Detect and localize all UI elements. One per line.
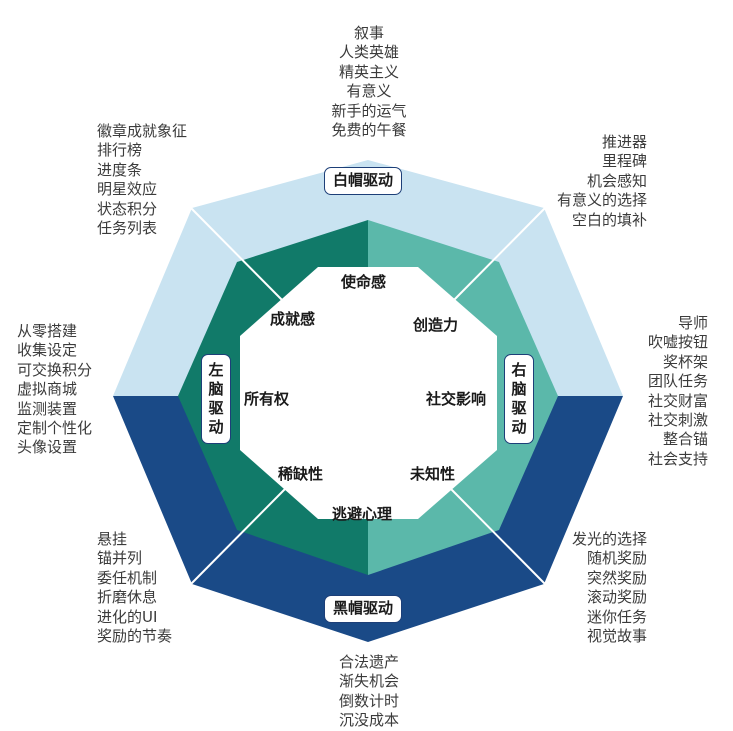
technique-item: 排行榜: [97, 141, 143, 160]
left-brain-char: 脑: [208, 380, 224, 398]
technique-item: 社交刺激: [647, 411, 708, 430]
core-drive-ownership: 所有权: [244, 390, 290, 408]
technique-item: 收集设定: [17, 341, 78, 360]
technique-item: 叙事: [353, 24, 384, 42]
technique-item: 推进器: [601, 133, 647, 151]
techniques-bottom: 合法遗产渐失机会倒数计时沉没成本: [296, 653, 442, 731]
left-brain-label: 左 脑 驱 动: [201, 354, 231, 444]
core-drive-social-influence: 社交影响: [426, 390, 487, 408]
technique-item: 团队任务: [647, 372, 708, 391]
technique-item: 机会感知: [586, 171, 647, 190]
technique-item: 状态积分: [97, 199, 158, 218]
inner-core-octagon: [240, 267, 497, 519]
technique-item: 里程碑: [601, 152, 647, 171]
core-drive-meaning: 使命感: [341, 273, 387, 291]
left-brain-char: 左: [208, 361, 224, 379]
technique-item: 整合锚: [662, 430, 708, 449]
spoke-bottom-right: [450, 488, 547, 586]
technique-item: 视觉故事: [586, 627, 647, 646]
techniques-right: 导师吹嘘按钮奖杯架团队任务社交财富社交刺激整合锚社会支持: [648, 314, 708, 469]
technique-item: 徽章成就象征: [97, 122, 188, 140]
black-hat-label: 黑帽驱动: [324, 595, 403, 623]
technique-item: 折磨休息: [97, 588, 158, 607]
technique-item: 社会支持: [647, 449, 708, 468]
technique-item: 人类英雄: [338, 43, 399, 62]
technique-item: 倒数计时: [338, 691, 399, 710]
right-brain-char: 右: [511, 361, 527, 379]
core-drive-scarcity: 稀缺性: [278, 465, 324, 483]
technique-item: 从零搭建: [17, 322, 78, 340]
technique-item: 社交财富: [647, 391, 708, 410]
technique-item: 导师: [677, 314, 708, 332]
techniques-left: 从零搭建收集设定可交换积分虚拟商城监测装置定制个性化头像设置: [17, 322, 92, 458]
technique-item: 吹嘘按钮: [647, 333, 708, 352]
right-brain-char: 动: [511, 418, 527, 436]
technique-item: 头像设置: [17, 438, 78, 457]
techniques-top-left: 徽章成就象征排行榜进度条明星效应状态积分任务列表: [97, 122, 187, 238]
technique-item: 迷你任务: [586, 607, 647, 626]
right-brain-char: 驱: [511, 399, 527, 417]
technique-item: 进化的UI: [97, 607, 158, 626]
core-drive-accomplishment: 成就感: [270, 310, 316, 328]
technique-item: 奖励的节奏: [97, 627, 173, 646]
technique-item: 空白的填补: [571, 210, 647, 229]
technique-item: 突然奖励: [586, 568, 647, 587]
right-brain-label: 右 脑 驱 动: [504, 354, 534, 444]
technique-item: 锚并列: [97, 549, 143, 568]
spoke-top-right: [450, 206, 547, 304]
technique-item: 沉没成本: [338, 711, 399, 730]
technique-item: 虚拟商城: [17, 380, 78, 399]
left-brain-char: 驱: [208, 399, 224, 417]
technique-item: 免费的午餐: [331, 121, 407, 140]
left-brain-char: 动: [208, 418, 224, 436]
technique-item: 任务列表: [97, 219, 158, 238]
technique-item: 进度条: [97, 160, 143, 179]
technique-item: 新手的运气: [331, 101, 407, 120]
techniques-bottom-right: 发光的选择随机奖励突然奖励滚动奖励迷你任务视觉故事: [572, 530, 647, 646]
white-hat-label: 白帽驱动: [324, 167, 403, 195]
techniques-top-right: 推进器里程碑机会感知有意义的选择空白的填补: [557, 133, 647, 230]
technique-item: 随机奖励: [586, 549, 647, 568]
technique-item: 可交换积分: [17, 360, 93, 379]
technique-item: 奖杯架: [662, 352, 708, 371]
technique-item: 精英主义: [338, 62, 399, 81]
technique-item: 合法遗产: [338, 653, 399, 671]
techniques-top: 叙事人类英雄精英主义有意义新手的运气免费的午餐: [296, 24, 442, 140]
core-drive-unpredictability: 未知性: [410, 465, 456, 483]
technique-item: 悬挂: [97, 530, 128, 548]
technique-item: 定制个性化: [17, 419, 93, 438]
technique-item: 发光的选择: [571, 530, 647, 548]
technique-item: 有意义的选择: [556, 191, 647, 210]
technique-item: 渐失机会: [338, 672, 399, 691]
technique-item: 委任机制: [97, 568, 158, 587]
core-drive-avoidance: 逃避心理: [332, 505, 393, 523]
spoke-top-left: [189, 206, 286, 304]
technique-item: 滚动奖励: [586, 588, 647, 607]
core-drive-creativity: 创造力: [413, 316, 459, 334]
technique-item: 监测装置: [17, 399, 78, 418]
technique-item: 明星效应: [97, 180, 158, 199]
spoke-bottom-left: [189, 488, 286, 586]
technique-item: 有意义: [346, 82, 392, 101]
right-brain-char: 脑: [511, 380, 527, 398]
